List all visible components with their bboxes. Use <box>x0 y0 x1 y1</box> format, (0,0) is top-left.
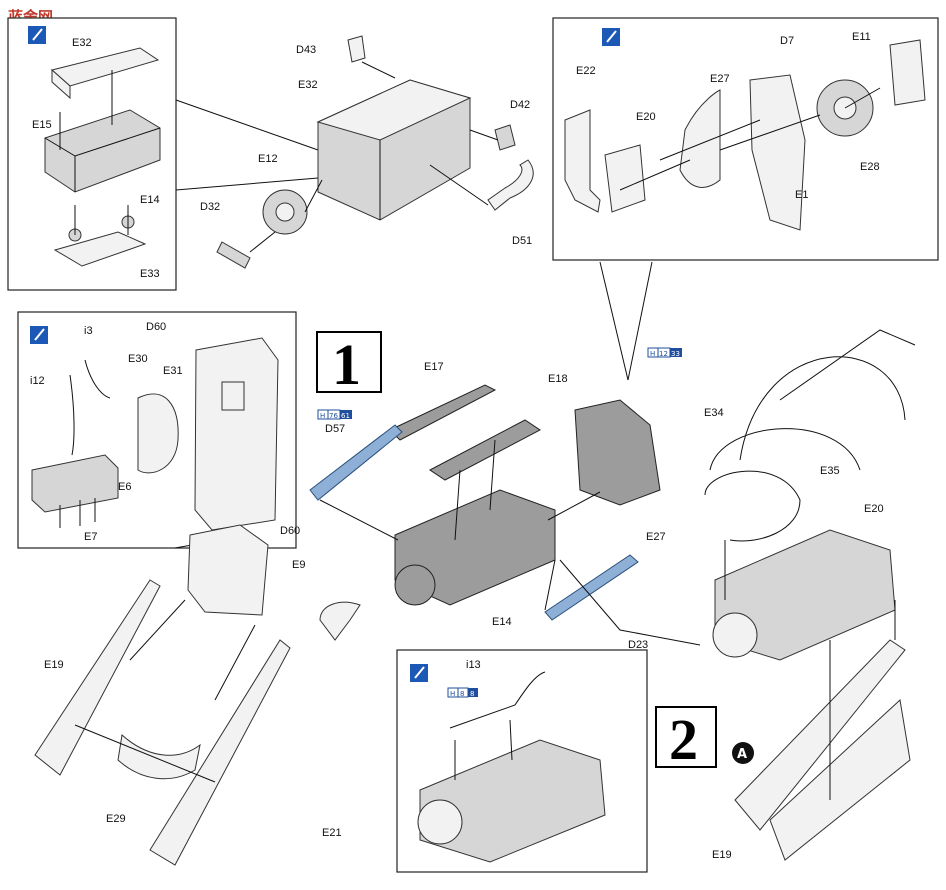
label-d23: D23 <box>628 639 648 651</box>
callout-a: A <box>732 742 754 764</box>
label-e11: E11 <box>852 31 871 43</box>
lower-frame-assembly: D60 E19 E29 E21 <box>34 524 342 866</box>
svg-text:8: 8 <box>460 690 464 698</box>
label-e12: E12 <box>258 153 278 165</box>
label-d42: D42 <box>510 99 530 111</box>
label-e27-main: E27 <box>646 531 666 543</box>
svg-text:12: 12 <box>659 350 668 358</box>
label-e30: E30 <box>128 353 148 365</box>
label-e21: E21 <box>322 827 342 839</box>
label-e18: E18 <box>548 373 568 385</box>
label-i3: i3 <box>84 325 93 337</box>
svg-text:1: 1 <box>332 332 361 397</box>
label-e27: E27 <box>710 73 730 85</box>
label-e14: E14 <box>140 194 160 206</box>
label-d60: D60 <box>146 321 166 333</box>
svg-text:33: 33 <box>671 350 680 358</box>
main-engine-assembly: E17 E18 D57 E27 E9 E14 D23 <box>292 361 666 651</box>
label-e35: E35 <box>820 465 840 477</box>
step-2-badge: 2 <box>655 706 717 772</box>
step-2-assembly: E34 E35 E20 E19 <box>704 329 916 861</box>
svg-text:76: 76 <box>329 412 338 420</box>
label-e7: E7 <box>84 531 97 543</box>
step-1-badge: 1 <box>316 331 382 397</box>
label-e6: E6 <box>118 481 131 493</box>
label-e28: E28 <box>860 161 880 173</box>
label-i13: i13 <box>466 659 481 671</box>
svg-text:H: H <box>320 412 325 420</box>
label-e9: E9 <box>292 559 305 571</box>
label-e20-step2: E20 <box>864 503 884 515</box>
inset-engine-cover: E32 E15 E14 E33 <box>7 17 177 291</box>
color-tag-i13: H 8 8 <box>447 687 478 698</box>
svg-text:H: H <box>450 690 455 698</box>
svg-text:61: 61 <box>341 412 350 420</box>
color-tag-e27: H 12 33 <box>647 347 682 358</box>
label-d57: D57 <box>325 423 345 435</box>
label-e17: E17 <box>424 361 444 373</box>
label-d60-frame: D60 <box>280 525 300 537</box>
label-e19-step2: E19 <box>712 849 732 861</box>
label-e29: E29 <box>106 813 126 825</box>
inset-ignition-wiring: i13 <box>396 649 648 873</box>
svg-text:A: A <box>737 747 747 762</box>
inset-firewall: i3 D60 i12 E30 E31 E6 E7 <box>17 311 297 549</box>
label-e34: E34 <box>704 407 724 419</box>
label-e15: E15 <box>32 119 52 131</box>
svg-text:8: 8 <box>470 690 474 698</box>
label-e33: E33 <box>140 268 160 280</box>
label-e1: E1 <box>795 189 808 201</box>
label-e20: E20 <box>636 111 656 123</box>
label-d51: D51 <box>512 235 532 247</box>
svg-text:2: 2 <box>669 707 698 772</box>
label-d43: D43 <box>296 44 316 56</box>
label-e22: E22 <box>576 65 596 77</box>
label-d7: D7 <box>780 35 794 47</box>
label-e31: E31 <box>163 365 183 377</box>
label-i12: i12 <box>30 375 45 387</box>
label-e32: E32 <box>72 37 92 49</box>
label-e14-main: E14 <box>492 616 512 628</box>
svg-text:H: H <box>650 350 655 358</box>
label-e32-engine: E32 <box>298 79 318 91</box>
inset-supercharger: E22 E20 E27 D7 E11 E28 E1 <box>552 17 939 261</box>
engine-block-top: D43 E32 D42 E12 D32 D51 <box>200 35 534 269</box>
label-d32: D32 <box>200 201 220 213</box>
label-e19: E19 <box>44 659 64 671</box>
color-tag-d57: H 76 61 <box>317 409 352 420</box>
